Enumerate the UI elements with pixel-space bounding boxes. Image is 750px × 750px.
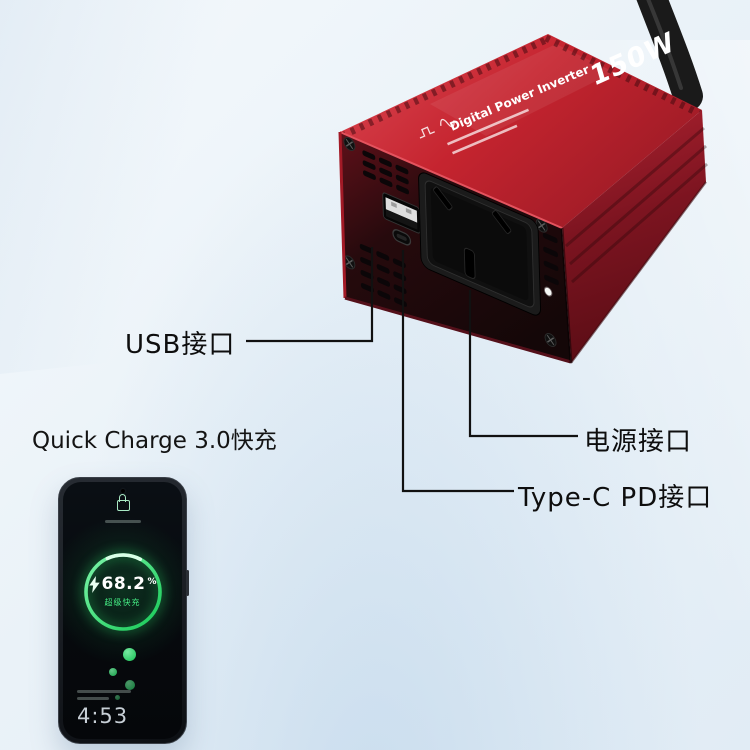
charge-bubble xyxy=(109,668,117,676)
inverter-side-face xyxy=(562,110,708,364)
charge-bubble xyxy=(125,680,135,690)
type-c-port xyxy=(392,229,412,246)
charge-mode-label: 超级快充 xyxy=(104,598,141,607)
battery-ring-graphic xyxy=(83,553,162,631)
battery-ring: 68.2 % 超级快充 xyxy=(73,542,173,642)
inverter-front-panel xyxy=(338,131,573,364)
camera-icon xyxy=(120,489,125,493)
lock-icon xyxy=(116,494,130,511)
spec-microtext xyxy=(447,108,530,155)
clock-time: 4:53 xyxy=(77,704,129,728)
power-callout-label: 电源接口 xyxy=(584,427,693,457)
lockscreen-hint-text xyxy=(104,520,141,523)
usb-callout-line xyxy=(246,247,374,343)
power-callout-line xyxy=(468,290,578,438)
battery-percent: 68.2 xyxy=(101,574,146,594)
lightning-icon xyxy=(88,576,100,593)
quick-charge-label: Quick Charge 3.0快充 xyxy=(32,428,277,454)
vent-slots-top xyxy=(362,150,410,195)
usb-port xyxy=(382,192,421,234)
phone-illustration: 68.2 % 超级快充 4:53 xyxy=(58,477,189,744)
led-indicator xyxy=(543,286,553,297)
phone-power-button xyxy=(186,570,189,596)
typec-callout-label: Type-C PD接口 xyxy=(518,483,713,513)
phone-screen: 68.2 % 超级快充 4:53 xyxy=(63,482,182,739)
percent-sign: % xyxy=(147,577,157,587)
sine-wave-icon xyxy=(419,118,455,139)
charge-bubble xyxy=(115,695,120,700)
charge-bubble xyxy=(123,648,136,661)
power-cable xyxy=(636,0,703,111)
vent-slots-right xyxy=(542,232,559,286)
screw-icon xyxy=(343,136,356,152)
typec-callout-line xyxy=(401,250,514,493)
ac-socket xyxy=(418,172,541,316)
screw-icon xyxy=(544,332,557,348)
usb-callout-label: USB接口 xyxy=(125,330,236,360)
status-text-row xyxy=(77,690,131,693)
status-text-row xyxy=(77,697,109,700)
